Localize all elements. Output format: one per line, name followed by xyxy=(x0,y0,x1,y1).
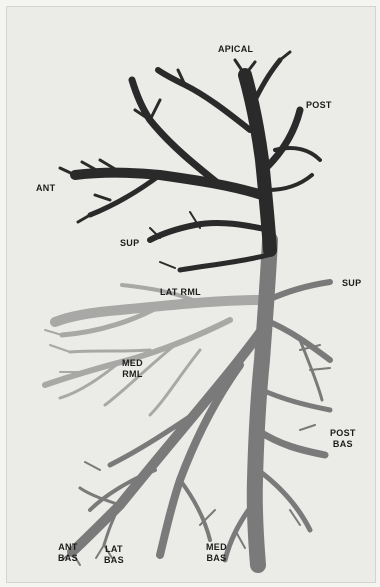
label-superior-segment: SUP xyxy=(120,238,139,249)
label-posterior: POST xyxy=(306,100,332,111)
label-superior-right: SUP xyxy=(342,278,361,289)
label-anterior: ANT xyxy=(36,183,55,194)
label-apical: APICAL xyxy=(218,44,253,55)
upper-lobe-branches xyxy=(60,52,320,270)
label-lateral-rml: LAT RML xyxy=(160,287,201,298)
middle-lobe-branches xyxy=(45,285,262,415)
